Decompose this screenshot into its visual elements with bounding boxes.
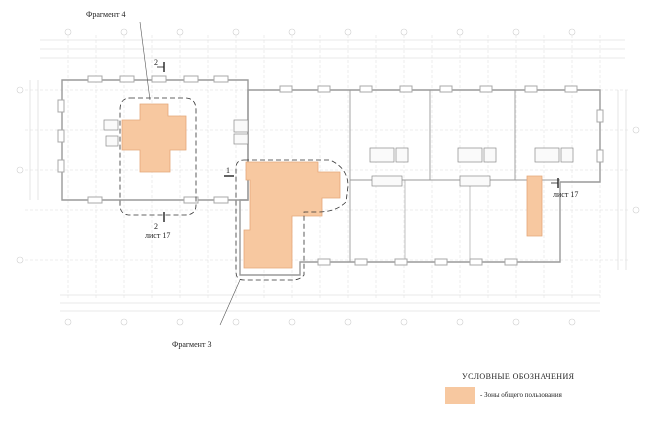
plumbing-units <box>103 119 574 187</box>
dimension-lines <box>29 39 627 312</box>
legend-swatch-common-areas <box>445 387 475 404</box>
leader-lines <box>139 21 241 326</box>
section-1-label: 1 <box>226 166 230 175</box>
legend-item-common-areas: - Зоны общего пользования <box>480 391 562 399</box>
sheet-17-left-label: лист 17 <box>145 231 171 240</box>
fragment-boundaries <box>119 97 349 281</box>
section-markers <box>157 62 559 222</box>
fragment-3-boundary <box>235 159 349 281</box>
common-areas <box>121 103 543 269</box>
legend-title: УСЛОВНЫЕ ОБОЗНАЧЕНИЯ <box>462 372 575 381</box>
section-2-bottom-label: 2 <box>154 222 158 231</box>
sheet-17-right-label: лист 17 <box>553 190 579 199</box>
fragment-4-boundary <box>119 97 197 216</box>
section-2-top-label: 2 <box>154 58 158 67</box>
fragment-3-label: Фрагмент 3 <box>172 340 212 349</box>
window-marks <box>57 75 604 266</box>
axis-markers <box>16 28 640 326</box>
fragment-4-label: Фрагмент 4 <box>86 10 126 19</box>
